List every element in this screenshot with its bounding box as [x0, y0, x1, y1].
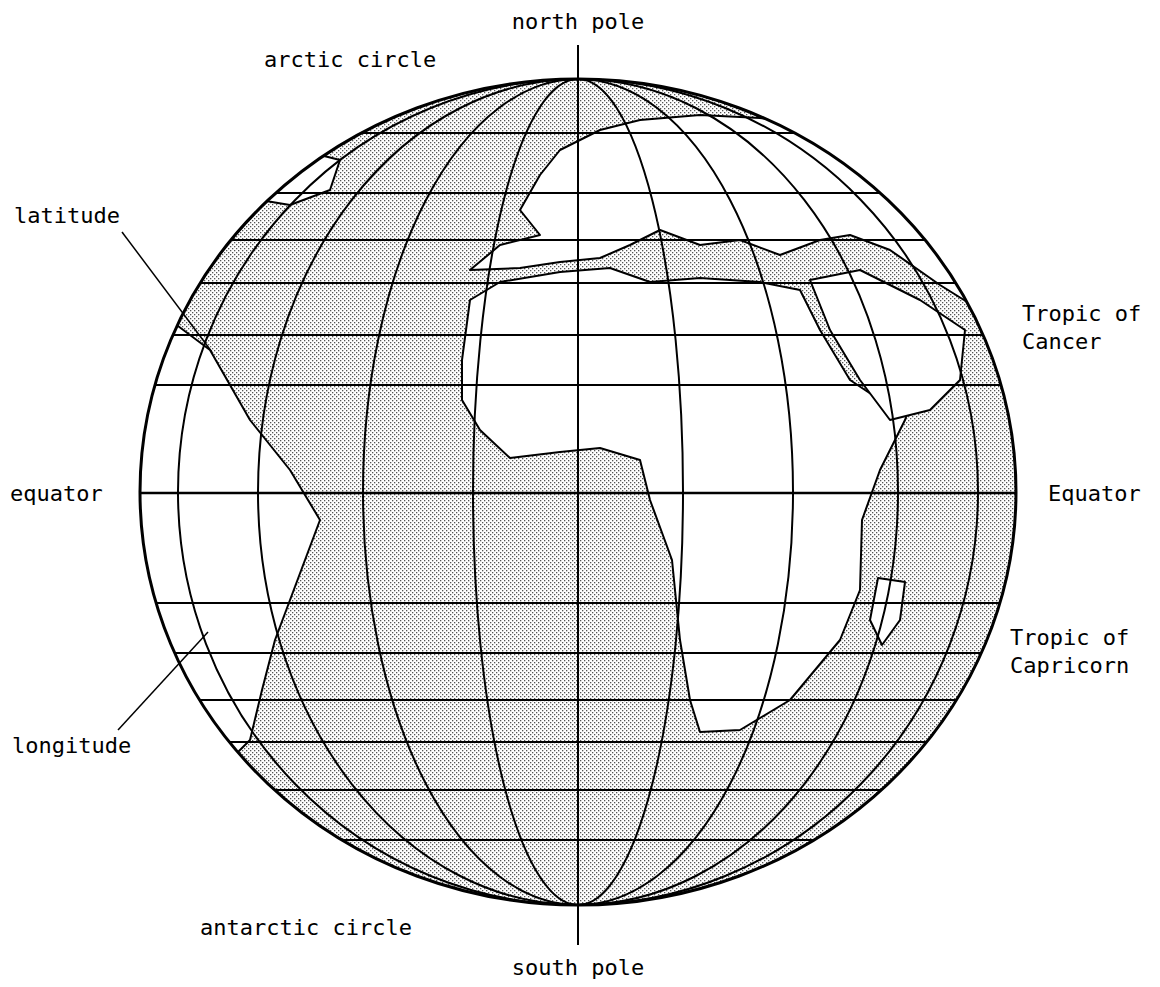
latitude-line: [100, 839, 1060, 841]
latitude-line: [100, 282, 1060, 284]
polar-axis: [577, 45, 579, 945]
latitude-line: [100, 334, 1060, 336]
land-masses: [120, 115, 1010, 760]
arabia: [810, 270, 965, 420]
latitude-line: [100, 492, 1060, 495]
latitude-line: [100, 741, 1060, 743]
globe-label: Tropic of Cancer: [1020, 300, 1152, 355]
globe-label: latitude: [12, 202, 122, 230]
latitude-line: [100, 602, 1060, 604]
latitude-line: [100, 239, 1060, 241]
globe-label: equator: [8, 480, 105, 508]
globe-label: Equator: [1046, 480, 1143, 508]
globe-label: antarctic circle: [198, 914, 414, 942]
latitude-line: [100, 384, 1060, 386]
globe-label: arctic circle: [262, 46, 438, 74]
latitude-line: [100, 652, 1060, 654]
globe-label: south pole: [510, 954, 646, 982]
europe: [470, 115, 1010, 310]
globe-label: longitude: [10, 732, 133, 760]
latitude-line: [100, 789, 1060, 791]
globe-label: north pole: [510, 8, 646, 36]
leader-line: [118, 632, 208, 730]
latitude-line: [100, 699, 1060, 701]
latitude-line: [100, 132, 1060, 134]
grid-lines: [100, 79, 1060, 905]
leader-line: [122, 232, 212, 352]
madagascar: [870, 578, 905, 645]
globe-label: Tropic of Capricorn: [1008, 624, 1154, 679]
latitude-line: [100, 192, 1060, 194]
